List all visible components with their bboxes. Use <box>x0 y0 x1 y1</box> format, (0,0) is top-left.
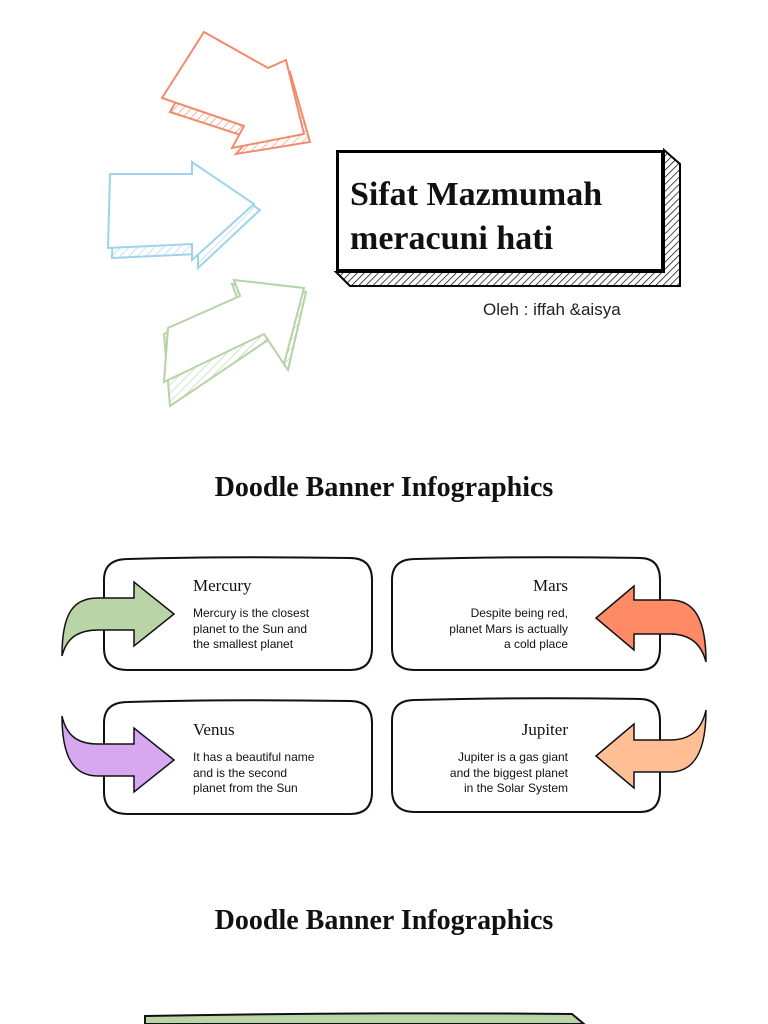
card-text-mercury: Mercury is the closest planet to the Sun… <box>193 606 310 651</box>
title-box-shadow <box>333 147 681 287</box>
card-title-mercury: Mercury <box>193 576 252 595</box>
arrow-right-icon-venus <box>61 715 176 794</box>
infographic-cards <box>61 556 707 815</box>
doodle-arrows <box>106 30 312 408</box>
card-text-jupiter: Jupiter is a gas giant and the biggest p… <box>449 750 568 795</box>
card-outline-jupiter <box>391 697 661 813</box>
arrow-left-icon-jupiter <box>594 709 707 790</box>
section-heading-1: Doodle Banner Infographics <box>214 472 554 503</box>
arrow-blue-icon <box>106 160 262 271</box>
card-title-venus: Venus <box>193 720 235 739</box>
arrow-right-icon-mercury <box>61 580 176 657</box>
arrow-left-icon-mars <box>594 584 707 663</box>
title-line-1: Sifat Mazmumah <box>350 176 603 213</box>
card-title-jupiter: Jupiter <box>521 720 568 739</box>
byline: Oleh : iffah &aisya <box>483 300 621 319</box>
arrow-green-icon <box>162 278 308 408</box>
card-text-mars: Despite being red, planet Mars is actual… <box>449 606 568 651</box>
card-title-mars: Mars <box>533 576 568 595</box>
arrow-orange-icon <box>160 30 312 156</box>
green-banner <box>144 1012 586 1024</box>
card-outline-mars <box>391 556 661 671</box>
title-line-2: meracuni hati <box>350 220 554 257</box>
card-outline-venus <box>103 699 373 815</box>
title-box: Sifat Mazmumah meracuni hati <box>336 150 664 272</box>
section-heading-2: Doodle Banner Infographics <box>214 905 554 936</box>
card-text-venus: It has a beautiful name and is the secon… <box>193 750 315 795</box>
card-outline-mercury <box>103 556 373 671</box>
